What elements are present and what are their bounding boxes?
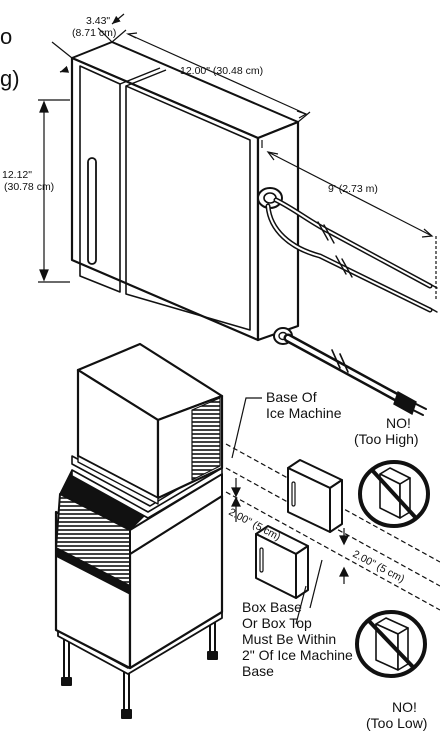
base-label-line1: Base Of (266, 389, 317, 405)
rule-line5: Base (242, 663, 274, 679)
offset-lower-label: 2.00" (5 cm) (351, 548, 407, 585)
width-dimension (111, 29, 311, 123)
too-low-line2: (Too Low) (366, 715, 427, 731)
box-correct-lower (255, 525, 309, 599)
control-box (70, 41, 300, 345)
placement-rule-text: Box Base Or Box Top Must Be Within 2" Of… (242, 599, 353, 679)
depth-dimension (51, 13, 125, 73)
cutoff-text-line2: g) (0, 66, 20, 91)
cables (265, 197, 438, 416)
too-low-prohibited-icon (355, 610, 427, 678)
box-correct-upper (287, 459, 343, 533)
cable-length-label: 9' (2.73 m) (328, 183, 378, 195)
width-label: 12.00" (30.48 cm) (180, 65, 263, 77)
depth-inches: 3.43" (86, 15, 110, 27)
ice-machine (54, 342, 224, 719)
rule-line3: Must Be Within (242, 631, 336, 647)
height-cm: (30.78 cm) (4, 181, 54, 193)
too-low-line1: NO! (392, 699, 417, 715)
rule-line4: 2" Of Ice Machine (242, 647, 353, 663)
offset-upper-label: 2.00" (5 cm) (227, 506, 283, 543)
too-high-prohibited-icon (358, 460, 430, 528)
cutoff-text: o g) (0, 24, 20, 91)
cutoff-text-line1: o (0, 24, 12, 49)
height-inches: 12.12" (2, 169, 32, 181)
base-label-line2: Ice Machine (266, 405, 342, 421)
rule-line2: Or Box Top (242, 615, 312, 631)
too-high-line1: NO! (386, 415, 411, 431)
rule-leader (295, 559, 323, 625)
rule-line1: Box Base (242, 599, 302, 615)
box-handle (87, 157, 97, 265)
height-dimension (38, 99, 70, 283)
offset-arrows (231, 478, 349, 584)
cable-length-dimension (261, 140, 437, 300)
depth-cm: (8.71 cm) (72, 27, 116, 39)
base-leader (231, 397, 262, 459)
too-high-line2: (Too High) (354, 431, 419, 447)
